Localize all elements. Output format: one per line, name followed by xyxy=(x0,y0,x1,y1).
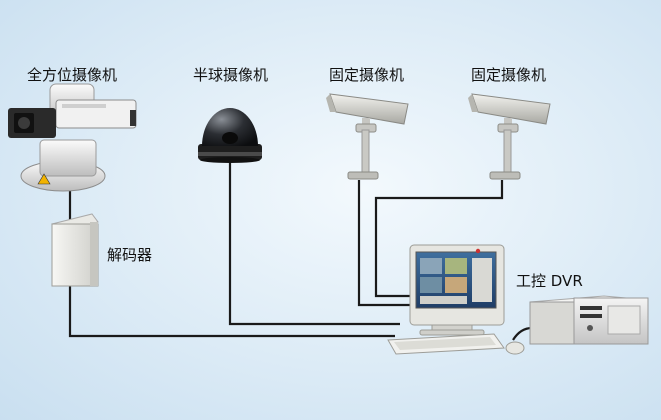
fixed-camera-2 xyxy=(468,93,551,180)
fixed-camera-1 xyxy=(326,93,409,180)
cable-fixed2-to-dvr xyxy=(374,180,504,298)
dome-camera xyxy=(198,108,262,163)
ptz-camera xyxy=(8,83,137,192)
screen-video-grid xyxy=(420,258,492,304)
cable-decoder-to-dvr xyxy=(68,285,395,338)
decoder-box xyxy=(51,213,99,287)
cable-mouse xyxy=(512,326,533,341)
monitor xyxy=(409,244,505,336)
label-dome-camera: 半球摄像机 xyxy=(193,66,269,84)
label-fixed-camera-2: 固定摄像机 xyxy=(471,66,547,84)
label-decoder: 解码器 xyxy=(107,246,153,264)
label-fixed-camera-1: 固定摄像机 xyxy=(329,66,405,84)
mouse xyxy=(505,341,525,355)
label-dvr: 工控 DVR xyxy=(516,272,583,290)
label-ptz-camera: 全方位摄像机 xyxy=(27,66,118,84)
keyboard xyxy=(387,333,505,355)
dvr-case xyxy=(529,295,649,345)
cable-fixed1-to-dvr xyxy=(357,180,415,307)
cable-dome-to-dvr xyxy=(228,162,400,326)
